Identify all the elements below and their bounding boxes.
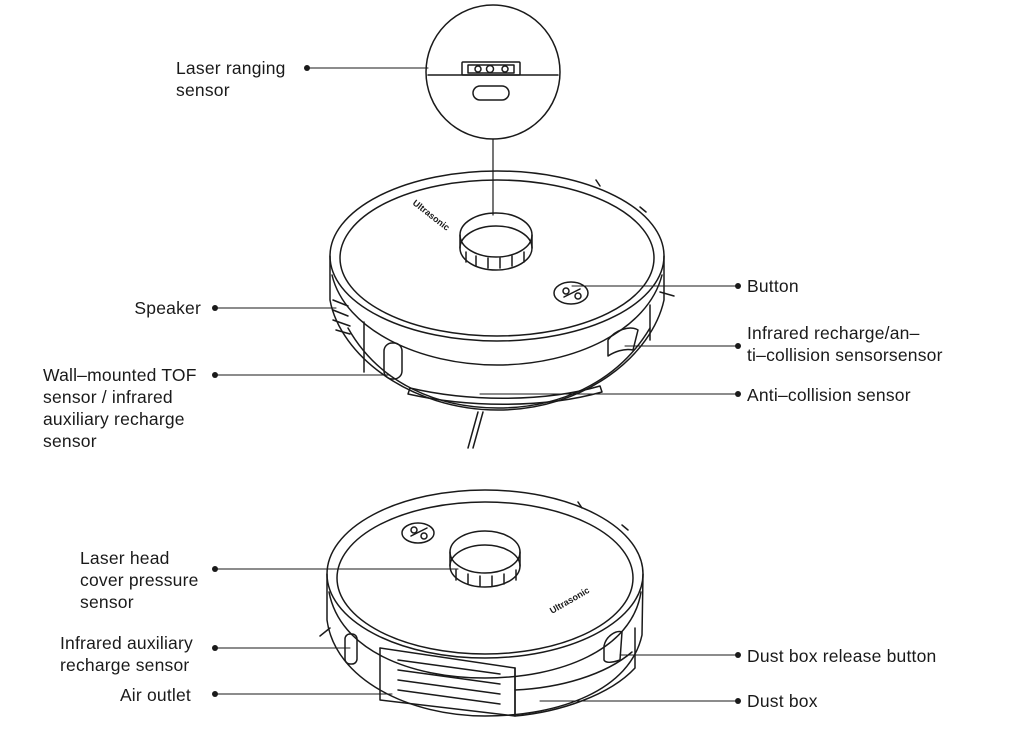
dust-release-button-shape [603,630,623,664]
robot-top-view: Ultrasonic [329,4,675,449]
leader-dots [212,65,741,704]
laser-turret-bottom [449,530,521,588]
ir-aux-window [344,633,358,665]
label-infrared-recharge: Infrared recharge/an–ti–collision sensor… [747,323,943,365]
brand-mark-top: Ultrasonic [411,198,452,233]
label-dust-box-release: Dust box release button [747,646,937,666]
laser-turret [459,212,533,271]
leader-lines [214,67,739,702]
anti-collision-slot [407,385,603,406]
button-shape [553,281,589,305]
side-brush [467,411,484,449]
robot-bottom-view: Ultrasonic [319,489,644,717]
brand-mark-bottom: Ultrasonic [548,585,591,616]
label-speaker: Speaker [134,298,201,318]
label-anti-collision: Anti–collision sensor [747,385,911,405]
laser-zoom-circle [425,4,561,216]
recharge-window [607,327,639,357]
speaker-grill [332,299,351,335]
label-dust-box: Dust box [747,691,818,711]
tof-window [383,342,403,380]
button-shape-bottom [401,522,435,544]
dust-box-shape [514,627,636,717]
label-button: Button [747,276,799,296]
label-air-outlet: Air outlet [119,685,191,705]
